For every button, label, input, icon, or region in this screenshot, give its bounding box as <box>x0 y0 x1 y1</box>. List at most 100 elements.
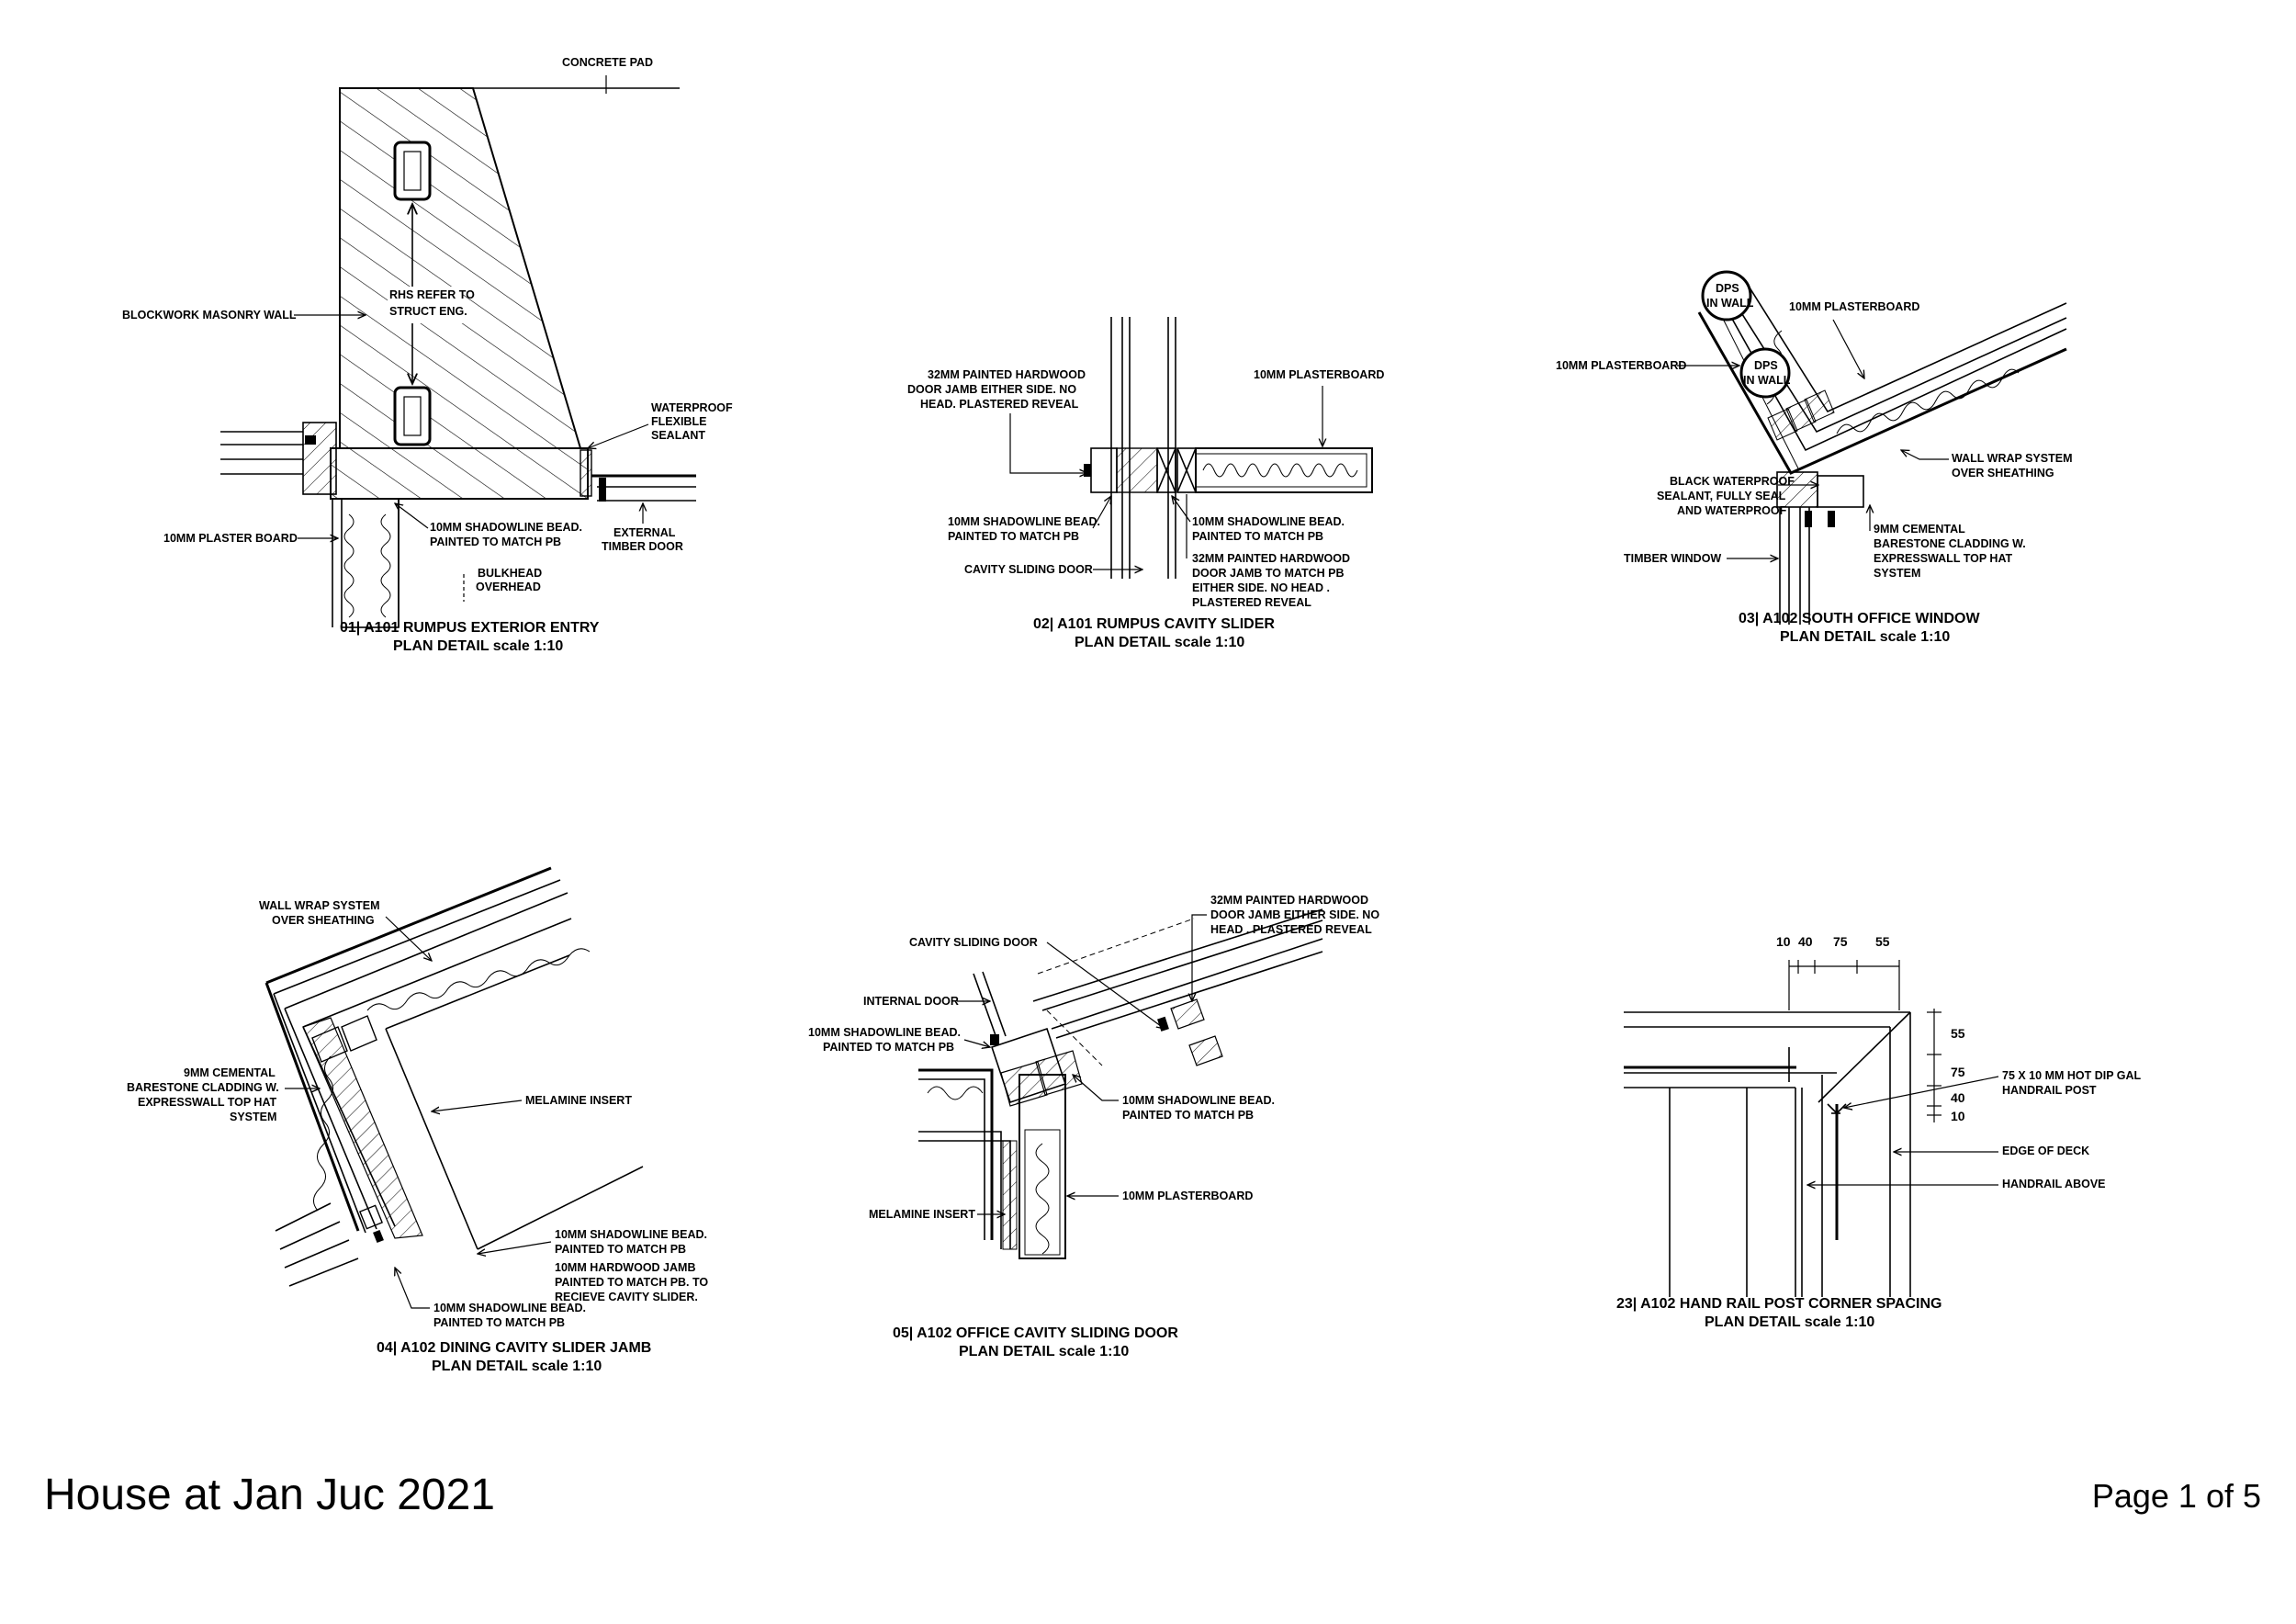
label-shadow-l1: 10MM SHADOWLINE BEAD. <box>808 1026 961 1039</box>
label-shadow-l2: PAINTED TO MATCH PB <box>948 530 1079 543</box>
subtitle-detail-03: PLAN DETAIL scale 1:10 <box>1780 629 1950 645</box>
label-jamb-1: 32MM PAINTED HARDWOOD <box>928 368 1086 381</box>
label-cladding-4: SYSTEM <box>230 1111 276 1123</box>
label-jamb-2: DOOR JAMB EITHER SIDE. NO <box>907 383 1076 396</box>
label-shadow-r1: 10MM SHADOWLINE BEAD. <box>1192 515 1345 528</box>
dim-10: 10 <box>1776 934 1791 949</box>
detail-02: 32MM PAINTED HARDWOOD DOOR JAMB EITHER S… <box>907 317 1384 650</box>
label-rhs-1: RHS REFER TO <box>389 288 475 301</box>
label-sealant-2: SEALANT, FULLY SEAL <box>1657 490 1786 502</box>
label-post-1: 75 X 10 MM HOT DIP GAL <box>2002 1069 2142 1082</box>
label-deck: EDGE OF DECK <box>2002 1145 2089 1157</box>
label-cavity-door: CAVITY SLIDING DOOR <box>909 936 1038 949</box>
label-bulkhead-2: OVERHEAD <box>476 581 541 593</box>
label-cladding-1: 9MM CEMENTAL <box>184 1066 276 1079</box>
label-cladding-2: BARESTONE CLADDING W. <box>1874 537 2026 550</box>
dim-55: 55 <box>1875 934 1890 949</box>
detail-01: CONCRETE PAD RHS REFER TO STRUCT ENG. BL… <box>122 56 733 654</box>
dps-marker-1 <box>1701 270 1752 321</box>
vdim-55: 55 <box>1951 1026 1965 1041</box>
vdim-75: 75 <box>1951 1065 1965 1079</box>
detail-03: DPS IN WALL DPS IN WALL 10MM PLASTERBOAR… <box>1556 270 2073 645</box>
subtitle-detail-02: PLAN DETAIL scale 1:10 <box>1075 635 1244 650</box>
title-detail-04: 04| A102 DINING CAVITY SLIDER JAMB <box>377 1340 651 1356</box>
label-pb-top: 10MM PLASTERBOARD <box>1789 300 1919 313</box>
label-cladding-3: EXPRESSWALL TOP HAT <box>1874 552 2013 565</box>
subtitle-detail-23: PLAN DETAIL scale 1:10 <box>1705 1314 1874 1330</box>
label-shadow-r2: PAINTED TO MATCH PB <box>1192 530 1323 543</box>
dim-75: 75 <box>1833 934 1848 949</box>
label-shadow-a1: 10MM SHADOWLINE BEAD. <box>555 1228 707 1241</box>
label-wrap-1: WALL WRAP SYSTEM <box>1952 452 2073 465</box>
label-jamb-r4: PLASTERED REVEAL <box>1192 596 1311 609</box>
label-jamb-3: RECIEVE CAVITY SLIDER. <box>555 1291 698 1303</box>
detail-23: 10 40 75 55 55 75 40 10 75 X 10 MM HOT D… <box>1616 934 2142 1330</box>
label-shadowline-1: 10MM SHADOWLINE BEAD. <box>430 521 582 534</box>
label-ext-door-2: TIMBER DOOR <box>602 540 683 553</box>
label-dps2-1: DPS <box>1754 359 1778 372</box>
label-blockwork: BLOCKWORK MASONRY WALL <box>122 309 297 321</box>
label-ext-door-1: EXTERNAL <box>613 526 676 539</box>
label-dps1-1: DPS <box>1716 282 1739 295</box>
label-window: TIMBER WINDOW <box>1624 552 1721 565</box>
label-pb-left: 10MM PLASTERBOARD <box>1556 359 1686 372</box>
label-dps2-2: IN WALL <box>1743 374 1791 387</box>
label-jamb-3: HEAD. PLASTERED REVEAL <box>920 398 1079 411</box>
label-shadow-r1: 10MM SHADOWLINE BEAD. <box>1122 1094 1275 1107</box>
label-sealant-1: BLACK WATERPROOF <box>1670 475 1795 488</box>
masonry-wall <box>339 87 582 449</box>
vdim-40: 40 <box>1951 1090 1965 1105</box>
label-wrap-2: OVER SHEATHING <box>1952 467 2054 479</box>
label-melamine: MELAMINE INSERT <box>869 1208 975 1221</box>
label-plaster-board: 10MM PLASTER BOARD <box>163 532 298 545</box>
subtitle-detail-05: PLAN DETAIL scale 1:10 <box>959 1344 1129 1359</box>
title-detail-03: 03| A102 SOUTH OFFICE WINDOW <box>1739 611 1980 626</box>
label-plasterboard: 10MM PLASTERBOARD <box>1254 368 1384 381</box>
dim-40: 40 <box>1798 934 1813 949</box>
subtitle-detail-01: PLAN DETAIL scale 1:10 <box>393 638 563 654</box>
label-cladding-3: EXPRESSWALL TOP HAT <box>138 1096 277 1109</box>
label-wrap-2: OVER SHEATHING <box>272 914 375 927</box>
label-post-2: HANDRAIL POST <box>2002 1084 2097 1097</box>
label-shadow-b1: 10MM SHADOWLINE BEAD. <box>433 1302 586 1314</box>
label-jamb-r1: 32MM PAINTED HARDWOOD <box>1192 552 1350 565</box>
label-jamb-1: 32MM PAINTED HARDWOOD <box>1210 894 1368 907</box>
detail-04: WALL WRAP SYSTEM OVER SHEATHING 9MM CEME… <box>127 866 708 1374</box>
label-shadow-l2: PAINTED TO MATCH PB <box>823 1041 954 1054</box>
label-cavity-door: CAVITY SLIDING DOOR <box>964 563 1093 576</box>
label-shadow-l1: 10MM SHADOWLINE BEAD. <box>948 515 1100 528</box>
label-dps1-2: IN WALL <box>1706 297 1754 310</box>
label-handrail: HANDRAIL ABOVE <box>2002 1178 2106 1190</box>
label-cladding-2: BARESTONE CLADDING W. <box>127 1081 279 1094</box>
label-rhs-2: STRUCT ENG. <box>389 305 467 318</box>
label-jamb-3: HEAD . PLASTERED REVEAL <box>1210 923 1372 936</box>
title-detail-02: 02| A101 RUMPUS CAVITY SLIDER <box>1033 616 1275 632</box>
label-jamb-r3: EITHER SIDE. NO HEAD . <box>1192 581 1330 594</box>
dps-marker-2 <box>1739 347 1791 399</box>
label-bulkhead-1: BULKHEAD <box>478 567 542 580</box>
label-concrete-pad: CONCRETE PAD <box>562 56 653 69</box>
title-detail-01: 01| A101 RUMPUS EXTERIOR ENTRY <box>340 620 600 636</box>
label-cladding-4: SYSTEM <box>1874 567 1920 580</box>
label-waterproof-1: WATERPROOF <box>651 401 733 414</box>
detail-05: 32MM PAINTED HARDWOOD DOOR JAMB EITHER S… <box>808 894 1379 1359</box>
vdim-10: 10 <box>1951 1109 1965 1123</box>
label-waterproof-2: FLEXIBLE <box>651 415 706 428</box>
title-detail-23: 23| A102 HAND RAIL POST CORNER SPACING <box>1616 1296 1941 1312</box>
subtitle-detail-04: PLAN DETAIL scale 1:10 <box>432 1359 602 1374</box>
page-number: Page 1 of 5 <box>2091 1477 2261 1515</box>
label-shadow-a2: PAINTED TO MATCH PB <box>555 1243 686 1256</box>
label-melamine: MELAMINE INSERT <box>525 1094 632 1107</box>
label-shadow-b2: PAINTED TO MATCH PB <box>433 1316 565 1329</box>
label-plasterboard: 10MM PLASTERBOARD <box>1122 1190 1253 1202</box>
label-jamb-2: DOOR JAMB EITHER SIDE. NO <box>1210 908 1379 921</box>
label-internal-door: INTERNAL DOOR <box>863 995 959 1008</box>
label-jamb-2: PAINTED TO MATCH PB. TO <box>555 1276 708 1289</box>
title-detail-05: 05| A102 OFFICE CAVITY SLIDING DOOR <box>893 1325 1178 1341</box>
label-shadowline-2: PAINTED TO MATCH PB <box>430 536 561 548</box>
label-sealant-3: AND WATERPROOF <box>1677 504 1787 517</box>
label-shadow-r2: PAINTED TO MATCH PB <box>1122 1109 1254 1122</box>
label-jamb-r2: DOOR JAMB TO MATCH PB <box>1192 567 1345 580</box>
label-cladding-1: 9MM CEMENTAL <box>1874 523 1965 536</box>
